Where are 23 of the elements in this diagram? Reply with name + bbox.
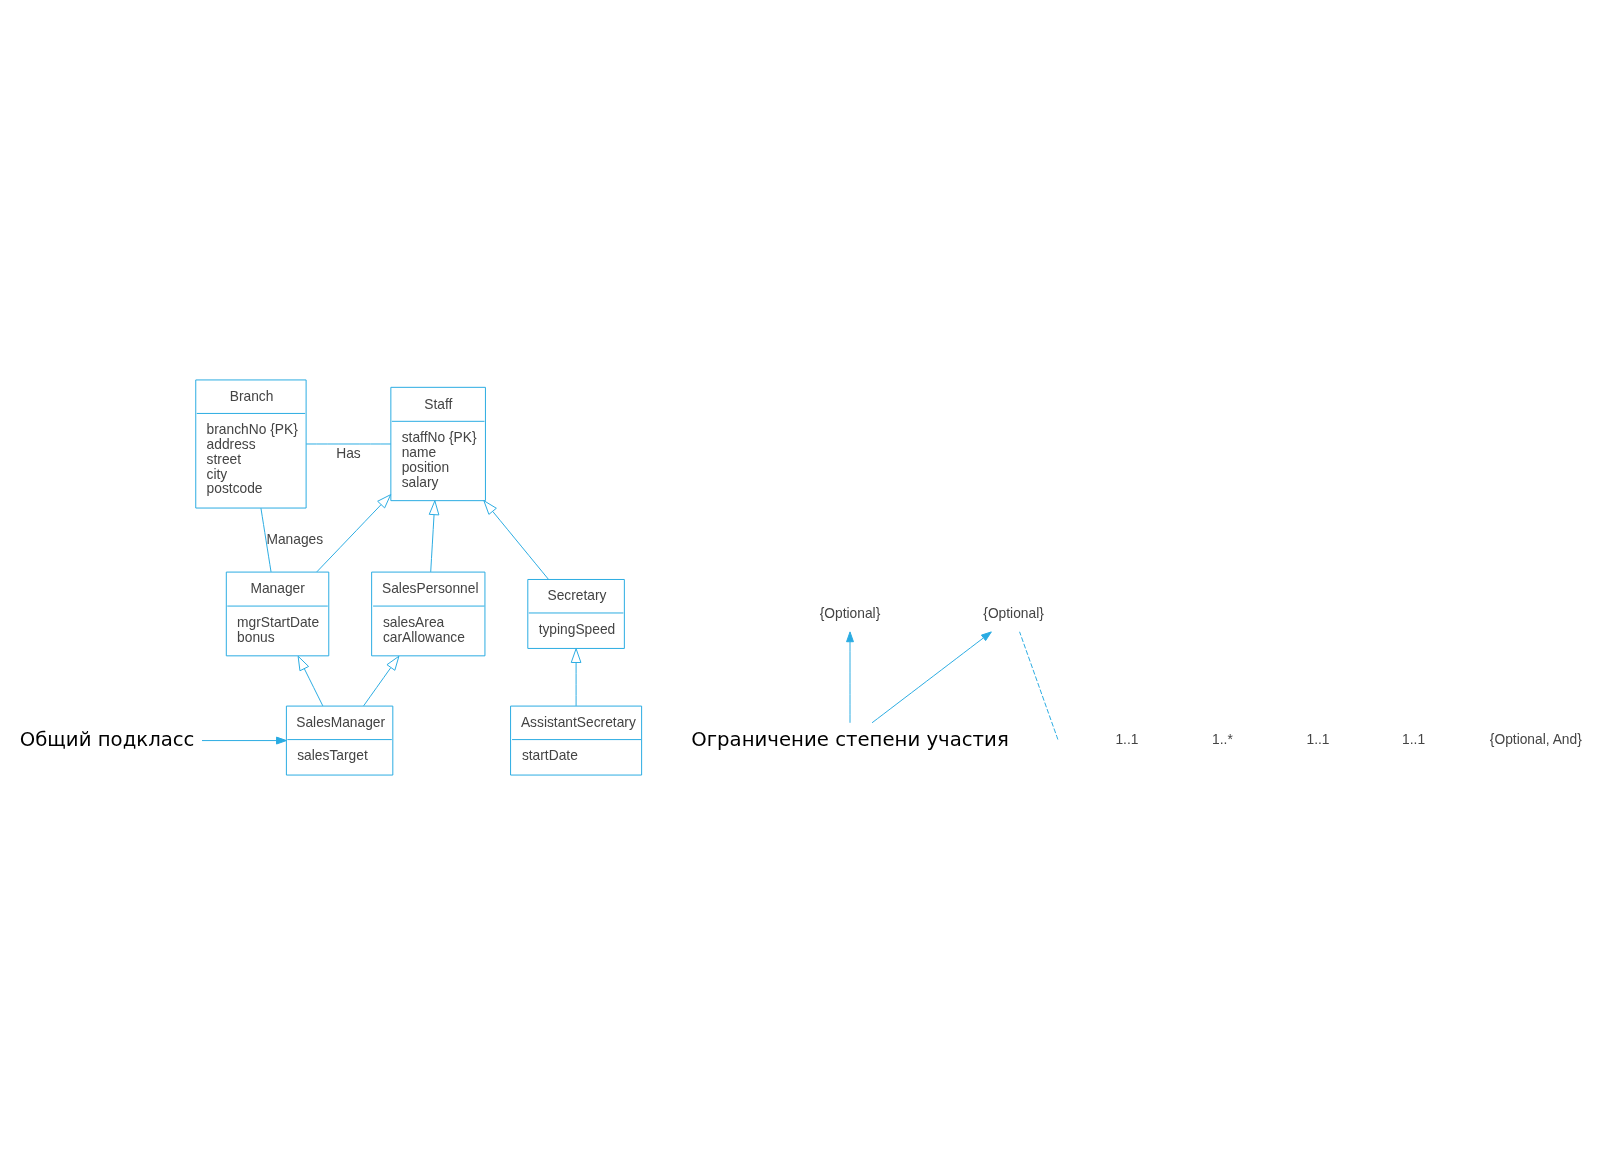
node-text: Ограничение степени участия xyxy=(691,727,1009,751)
connector xyxy=(260,507,272,573)
arrow xyxy=(363,655,400,707)
label: 1..1 xyxy=(1402,732,1426,748)
arrow xyxy=(316,494,392,573)
node-text: {Optional} xyxy=(983,605,1044,621)
arrow xyxy=(483,500,549,580)
node-text: Общий подкласс xyxy=(19,727,195,751)
edge-label: Manages xyxy=(266,531,324,547)
connector xyxy=(1019,631,1059,740)
node-text: {Optional} xyxy=(819,605,881,621)
label: 1..1 xyxy=(1115,732,1139,748)
label: {Optional, And} xyxy=(1489,732,1582,748)
edge-label: Has xyxy=(336,445,361,461)
arrow xyxy=(297,655,324,707)
label: 1..* xyxy=(1212,732,1233,748)
arrow xyxy=(428,500,440,573)
arrow xyxy=(846,631,854,724)
arrow xyxy=(201,736,287,745)
connector xyxy=(305,443,392,445)
arrow xyxy=(570,648,582,707)
label: 1..1 xyxy=(1306,732,1330,748)
arrow xyxy=(871,631,992,724)
